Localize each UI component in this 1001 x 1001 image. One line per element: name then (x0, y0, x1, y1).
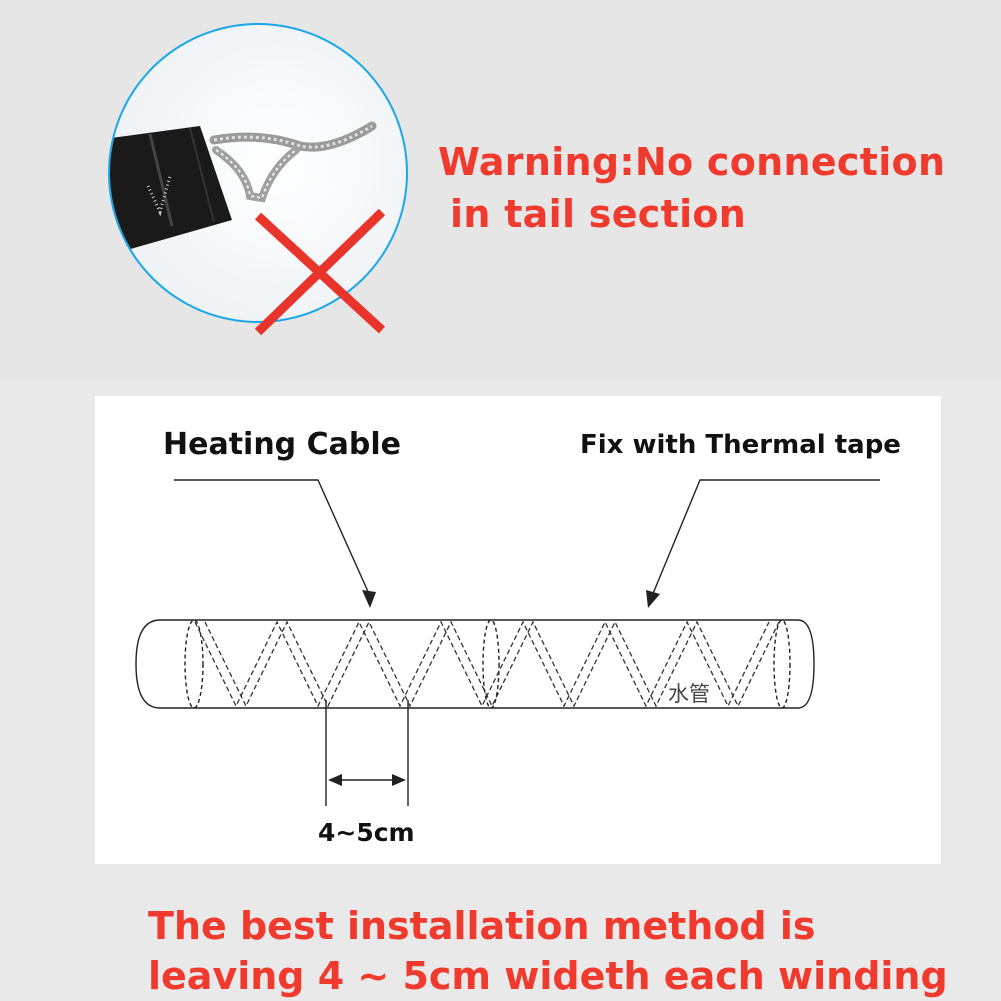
warning-line-1: Warning:No connection (438, 140, 946, 184)
heating-cable-label: Heating Cable (163, 427, 401, 462)
footer-line-1: The best installation method is (148, 904, 816, 948)
footer-line-2: leaving 4 ~ 5cm wideth each winding (148, 954, 948, 998)
photo-section-background (0, 0, 1001, 380)
warning-line-2: in tail section (450, 192, 747, 236)
thermal-tape-label: Fix with Thermal tape (580, 430, 901, 460)
spacing-label: 4~5cm (318, 818, 415, 847)
diagram-panel (95, 396, 941, 864)
pipe-label: 水管 (668, 682, 710, 706)
